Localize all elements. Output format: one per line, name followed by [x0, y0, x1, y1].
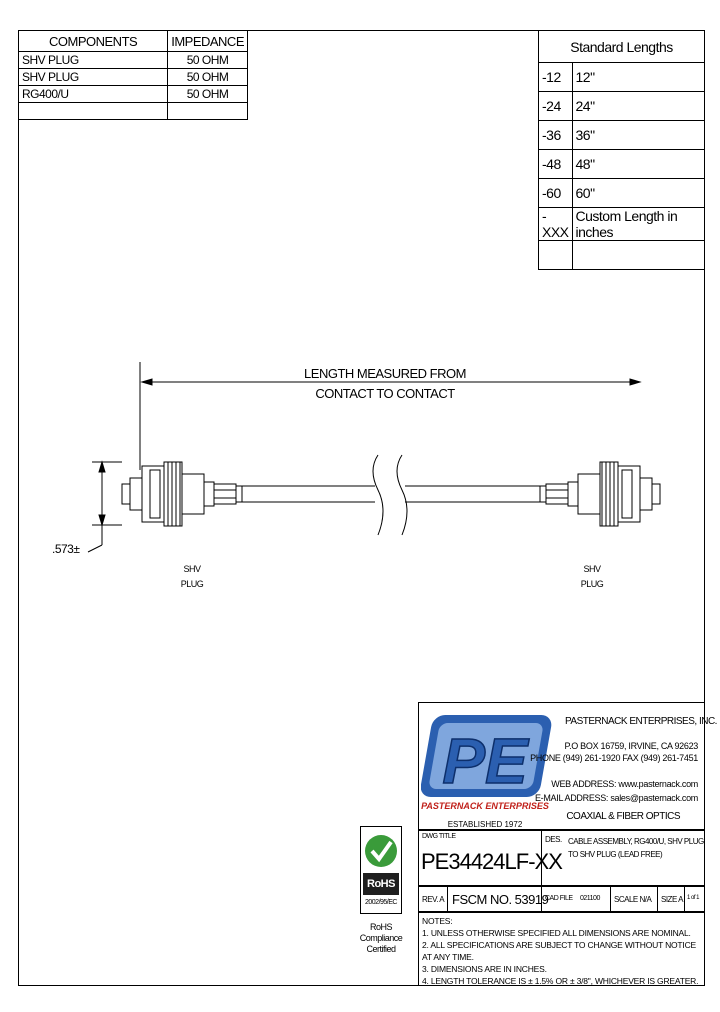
table-row: [17, 102, 248, 120]
impedance-cell: [167, 102, 248, 120]
size-cell: SIZE A: [657, 886, 685, 912]
rev-cell: REV. A: [418, 886, 448, 912]
length-value: 60": [571, 178, 706, 208]
scale-cell: SCALE N/A: [610, 886, 658, 912]
pe-logo: PE PASTERNACK ENTERPRISES ESTABLISHED 19…: [421, 715, 552, 829]
dwg-title-label: DWG TITLE: [422, 833, 456, 840]
rev-text: REV. A: [422, 895, 445, 904]
components-table: COMPONENTS IMPEDANCE SHV PLUG 50 OHM SHV…: [17, 30, 248, 120]
established-text: ESTABLISHED 1972: [448, 820, 523, 829]
diameter-dimension: .573±: [52, 542, 80, 556]
length-code: -12: [538, 62, 573, 92]
dwg-title-cell: DWG TITLE PE34424LF-XX: [418, 830, 563, 886]
company-division: COAXIAL & FIBER OPTICS: [566, 811, 680, 822]
length-code: [538, 240, 573, 270]
description-text: CABLE ASSEMBLY, RG400/U, SHV PLUG: [568, 837, 704, 846]
arrowhead-left: [140, 378, 153, 386]
length-label: LENGTH MEASURED FROM: [300, 366, 470, 381]
note-item: 4. LENGTH TOLERANCE IS ± 1.5% OR ± 3/8",…: [422, 976, 699, 986]
des-label: DES.: [545, 835, 562, 844]
length-value: [571, 240, 706, 270]
logo-text: PE: [442, 725, 530, 797]
company-phone: PHONE (949) 261-1920 FAX (949) 261-7451: [530, 753, 698, 763]
length-label: CONTACT TO CONTACT: [315, 386, 455, 401]
cad-file-value: 021100: [580, 895, 600, 902]
description-text: TO SHV PLUG (LEAD FREE): [568, 850, 663, 859]
fscm-text: FSCM NO. 53919: [452, 892, 549, 907]
fscm-cell: FSCM NO. 53919: [447, 886, 549, 912]
scale-text: SCALE N/A: [614, 895, 652, 904]
company-name: PASTERNACK ENTERPRISES, INC.: [565, 716, 717, 727]
note-item: 3. DIMENSIONS ARE IN INCHES.: [422, 964, 547, 974]
left-connector-label: SHV: [183, 564, 201, 574]
break-line: [372, 454, 384, 536]
logo-brand: PASTERNACK ENTERPRISES: [421, 801, 549, 811]
sheet-cell: 1 of 1: [684, 886, 705, 912]
impedance-header: IMPEDANCE: [167, 30, 248, 52]
note-item: 1. UNLESS OTHERWISE SPECIFIED ALL DIMENS…: [422, 928, 691, 938]
rohs-directive: 2002/95/EC: [365, 899, 397, 906]
left-shv-plug: [121, 461, 243, 527]
table-row: [538, 240, 706, 270]
drawing-frame: [18, 30, 705, 986]
table-row: SHV PLUG 50 OHM: [17, 51, 248, 69]
arrowhead-right: [629, 378, 642, 386]
component-cell: [17, 102, 169, 120]
length-code: -24: [538, 91, 573, 121]
length-value: 36": [571, 120, 706, 150]
rohs-caption: RoHS: [369, 922, 393, 932]
table-row: SHV PLUG 50 OHM: [17, 68, 248, 86]
sheet-text: 1 of 1: [687, 895, 700, 901]
rohs-check-icon: [361, 827, 401, 913]
standard-lengths-title: Standard Lengths: [538, 30, 705, 63]
length-code: -36: [538, 120, 573, 150]
cad-file-label: CAD FILE: [545, 895, 573, 902]
break-line: [396, 454, 408, 536]
company-address: P.O BOX 16759, IRVINE, CA 92623: [564, 741, 699, 751]
company-block: PE PASTERNACK ENTERPRISES ESTABLISHED 19…: [418, 702, 717, 830]
notes-block: NOTES: 1. UNLESS OTHERWISE SPECIFIED ALL…: [418, 912, 705, 986]
right-connector-label: PLUG: [580, 579, 604, 589]
rohs-badge: RoHS 2002/95/EC: [360, 826, 402, 914]
description-cell: DES. CABLE ASSEMBLY, RG400/U, SHV PLUG T…: [541, 830, 705, 886]
right-connector-label: SHV: [583, 564, 601, 574]
impedance-cell: 50 OHM: [167, 68, 248, 86]
component-cell: SHV PLUG: [17, 68, 169, 86]
company-web: WEB ADDRESS: www.pasternack.com: [551, 779, 698, 789]
size-text: SIZE A: [661, 895, 683, 904]
left-connector-label: PLUG: [180, 579, 204, 589]
length-code: -XXX: [538, 207, 573, 241]
rohs-caption: Compliance: [359, 933, 403, 943]
company-email: E-MAIL ADDRESS: sales@pasternack.com: [534, 793, 698, 803]
rohs-label: RoHS: [367, 878, 395, 890]
component-cell: SHV PLUG: [17, 51, 169, 69]
note-item: 2. ALL SPECIFICATIONS ARE SUBJECT TO CHA…: [422, 940, 696, 962]
rohs-caption: Certified: [366, 944, 396, 954]
notes-title: NOTES:: [422, 916, 453, 926]
cable-drawing: [87, 362, 661, 553]
length-value: Custom Length in inches: [571, 207, 706, 241]
length-value: 24": [571, 91, 706, 121]
right-shv-plug: [539, 461, 661, 527]
length-code: -60: [538, 178, 573, 208]
part-number: PE34424LF-XX: [421, 849, 563, 874]
cad-file-cell: CAD FILE 021100: [541, 886, 611, 912]
